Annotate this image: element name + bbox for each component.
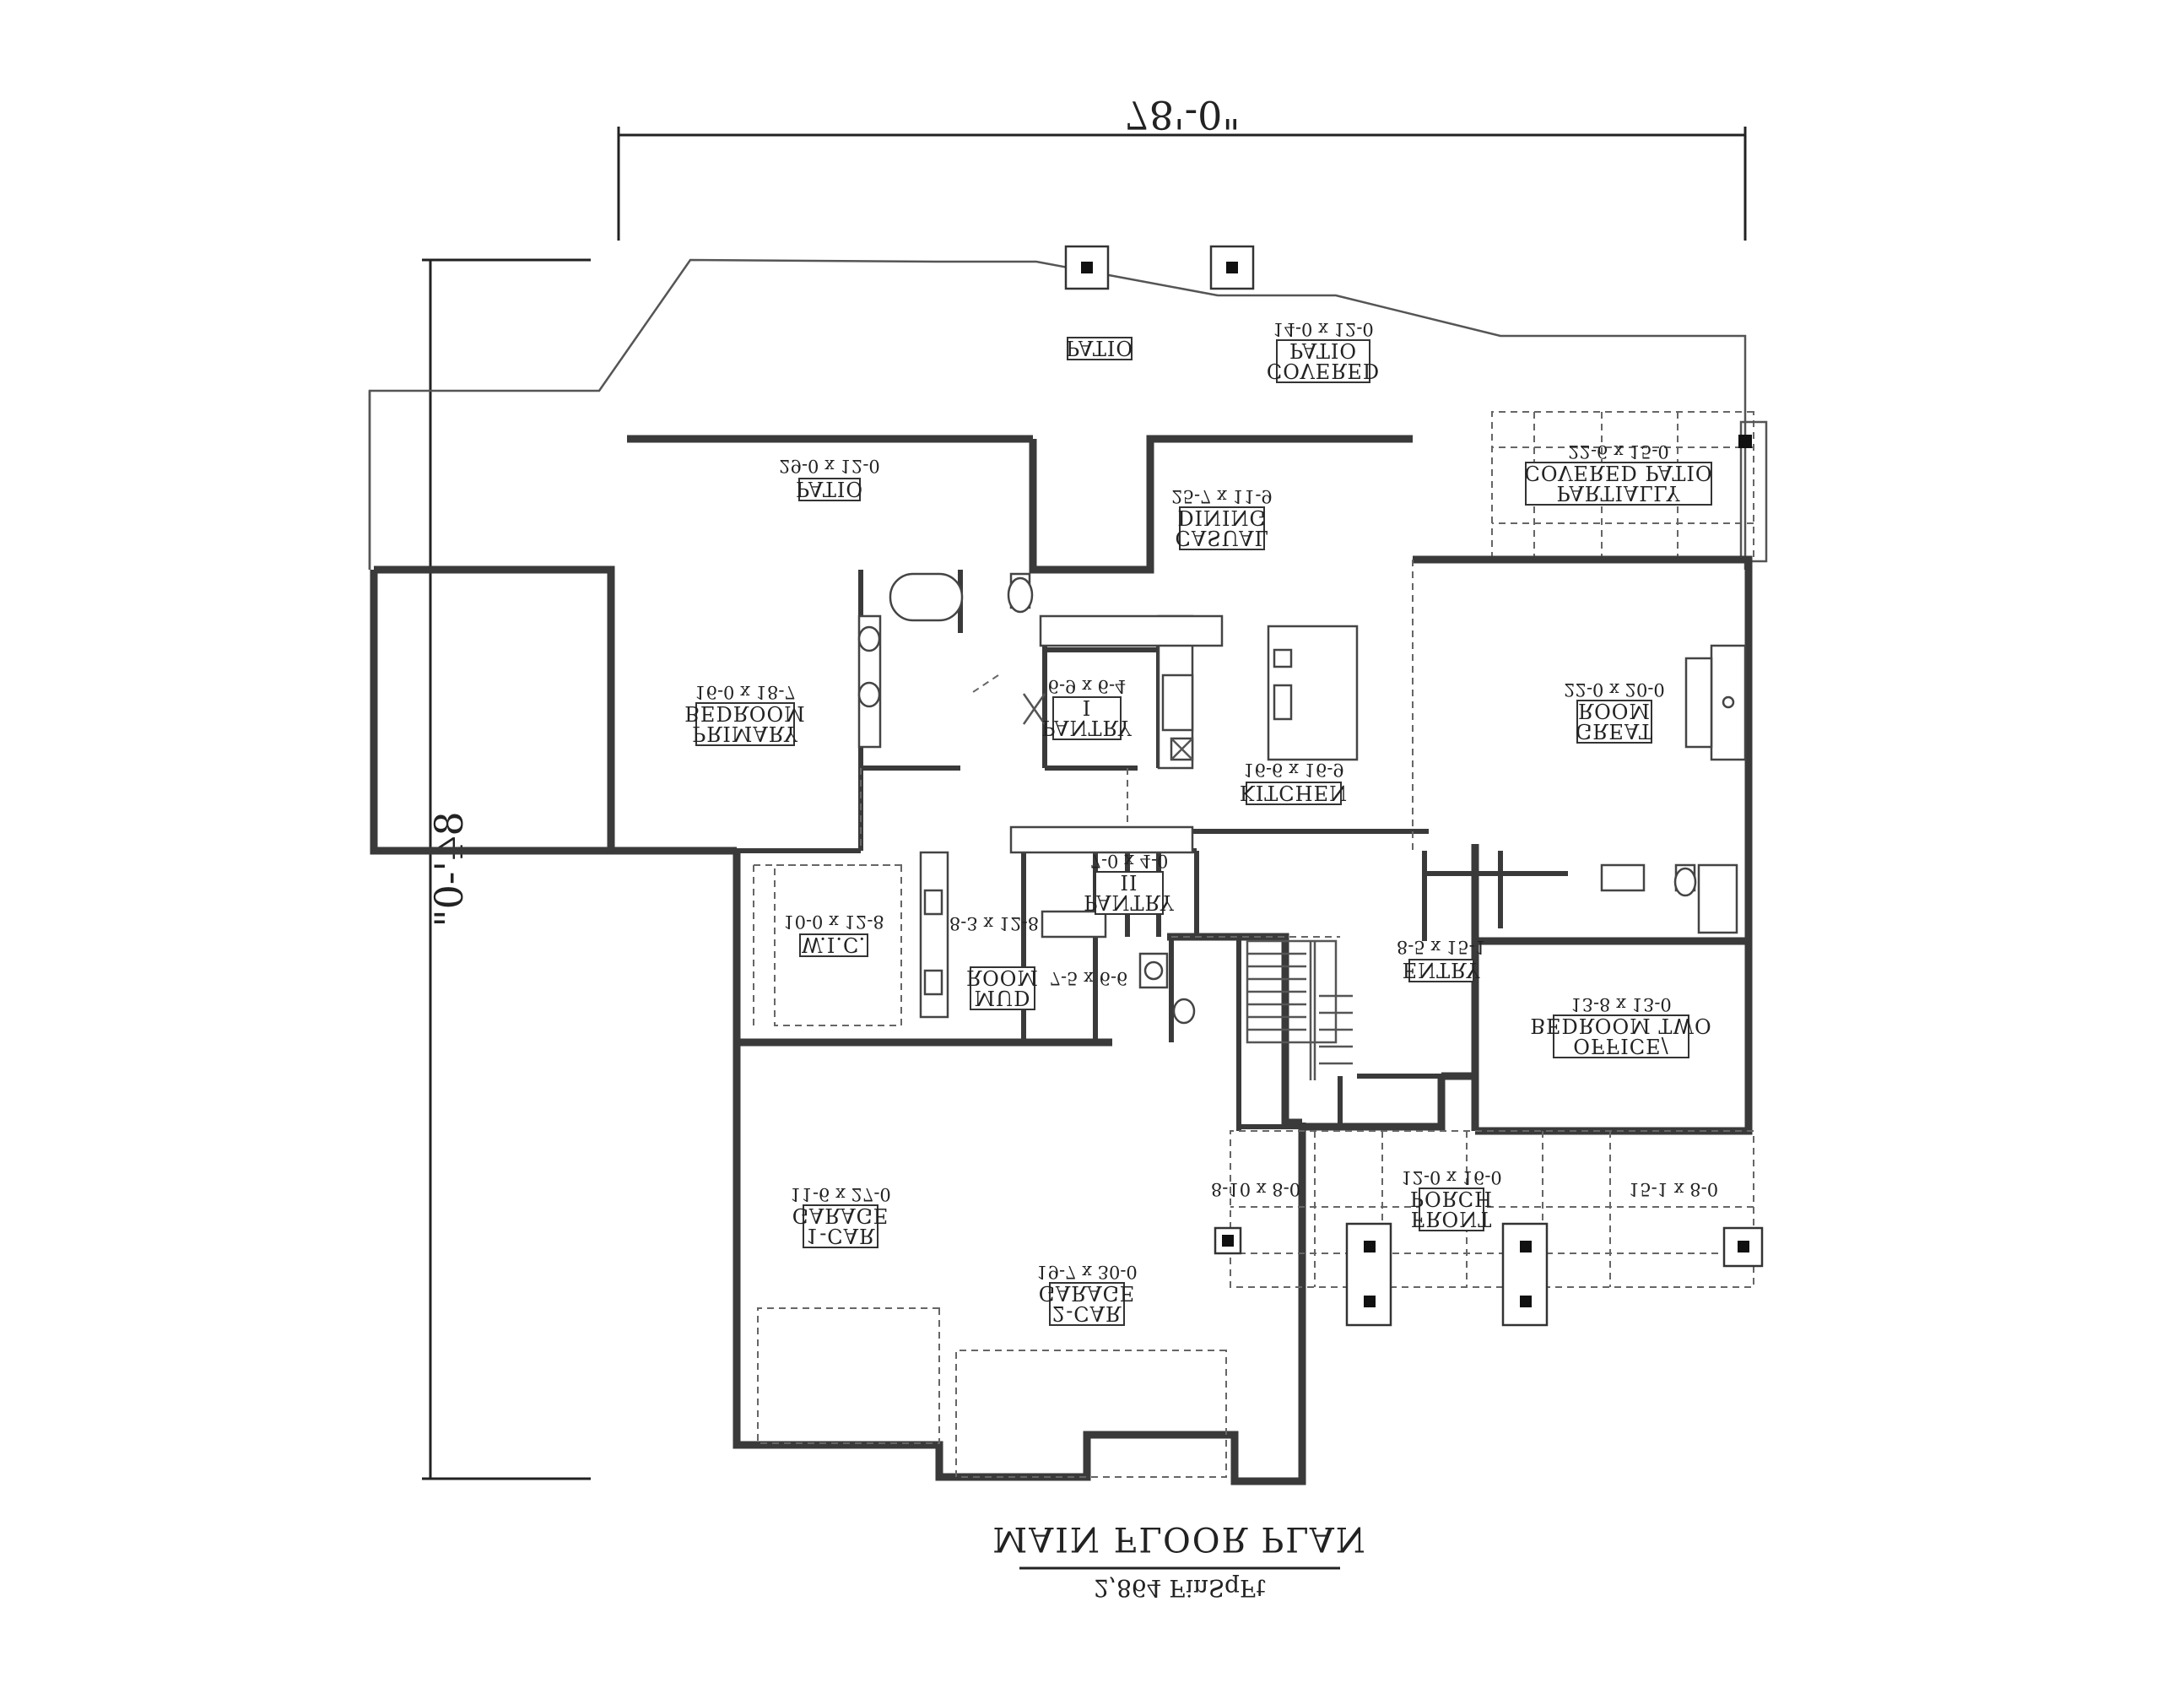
- label-primary-bedroom: PRIMARY BEDROOM 16-0 x 18-7: [684, 682, 805, 746]
- svg-text:14-0 x 12-0: 14-0 x 12-0: [1273, 319, 1374, 339]
- svg-text:11-6 x 27-0: 11-6 x 27-0: [790, 1184, 891, 1204]
- svg-text:PATIO: PATIO: [1289, 338, 1357, 362]
- label-pantry-1: PANTRY I 6-9 x 6-4: [1041, 676, 1133, 740]
- svg-text:PANTRY: PANTRY: [1041, 716, 1133, 739]
- label-porch-left: 8-10 x 8-0: [1211, 1179, 1300, 1199]
- svg-text:12-0 x 16-0: 12-0 x 16-0: [1401, 1167, 1502, 1188]
- label-laundry: 8-3 x 12-8: [949, 913, 1039, 933]
- svg-text:ROOM: ROOM: [966, 966, 1039, 989]
- depth-dimension: 84'-0": [422, 258, 591, 1480]
- width-dimension: 78'-0": [617, 92, 1747, 241]
- patio-outline: [368, 258, 1747, 570]
- svg-text:PORCH: PORCH: [1410, 1187, 1493, 1210]
- svg-text:MUD: MUD: [974, 986, 1030, 1009]
- svg-text:PRIMARY: PRIMARY: [692, 722, 798, 745]
- svg-text:GARAGE: GARAGE: [792, 1204, 889, 1227]
- label-porch-right: 15-1 x 8-0: [1629, 1179, 1718, 1199]
- garage-doors: [757, 1307, 1227, 1478]
- primary-bath-fixtures: [857, 572, 1046, 749]
- svg-text:COVERED: COVERED: [1267, 359, 1380, 382]
- svg-text:BEDROOM TWO: BEDROOM TWO: [1530, 1014, 1711, 1037]
- svg-text:W.I.C.: W.I.C.: [802, 933, 866, 956]
- fireplace: [1684, 644, 1747, 761]
- title-block: MAIN FLOOR PLAN 2,864 FinSqFt: [992, 1519, 1366, 1602]
- svg-text:2-CAR: 2-CAR: [1052, 1301, 1122, 1325]
- stairs: [1246, 939, 1353, 1080]
- label-partially-covered-patio: PARTIALLY COVERED PATIO 22-6 x 15-0: [1524, 441, 1712, 506]
- svg-text:7-0 x 4-0: 7-0 x 4-0: [1090, 851, 1169, 871]
- finished-area: 2,864 FinSqFt: [1094, 1574, 1266, 1602]
- svg-text:8-10 x 8-0: 8-10 x 8-0: [1211, 1179, 1300, 1199]
- kitchen-cabinetry: [1009, 614, 1359, 854]
- label-office: OFFICE/ BEDROOM TWO 13-8 x 13-0: [1530, 994, 1711, 1058]
- svg-text:DINING: DINING: [1177, 506, 1266, 529]
- plan-title: MAIN FLOOR PLAN: [992, 1519, 1366, 1558]
- label-mud-room-size: 7-5 x 6-6: [1050, 968, 1128, 988]
- depth-dimension-label: 84'-0": [426, 811, 472, 927]
- label-wic: W.I.C. 10-0 x 12-8: [783, 912, 884, 957]
- partially-covered-patio-grid: [1491, 411, 1768, 563]
- label-garage-2: 2-CAR GARAGE 19-7 x 30-0: [1036, 1262, 1138, 1326]
- svg-text:8-3 x 12-8: 8-3 x 12-8: [949, 913, 1039, 933]
- room-labels: PATIO COVERED PATIO 14-0 x 12-0 PATIO 29…: [684, 319, 1718, 1326]
- svg-text:PATIO: PATIO: [1066, 336, 1133, 360]
- svg-text:15-1 x 8-0: 15-1 x 8-0: [1629, 1179, 1718, 1199]
- mudroom-fixtures: [919, 851, 1196, 1025]
- svg-text:PATIO: PATIO: [796, 477, 863, 500]
- exterior-walls: [370, 435, 1753, 1485]
- stair-treads: [1247, 952, 1353, 1065]
- svg-text:16-6 x 16-9: 16-6 x 16-9: [1243, 760, 1344, 780]
- svg-text:CASUAL: CASUAL: [1176, 526, 1269, 549]
- label-entry: ENTRY 8-5 x 15-1: [1397, 937, 1486, 982]
- svg-text:ENTRY: ENTRY: [1403, 958, 1481, 982]
- svg-text:ROOM: ROOM: [1578, 699, 1651, 722]
- posts: [1064, 245, 1764, 1327]
- svg-text:10-0 x 12-8: 10-0 x 12-8: [783, 912, 884, 932]
- label-patio-small: PATIO: [1066, 336, 1133, 360]
- front-porch-grid: [1230, 1130, 1754, 1288]
- svg-text:GREAT: GREAT: [1576, 719, 1653, 743]
- svg-text:KITCHEN: KITCHEN: [1240, 781, 1348, 804]
- svg-text:PANTRY: PANTRY: [1084, 890, 1175, 914]
- svg-text:6-9 x 6-4: 6-9 x 6-4: [1048, 676, 1127, 696]
- svg-text:22-6 x 15-0: 22-6 x 15-0: [1568, 441, 1669, 462]
- svg-text:22-0 x 20-0: 22-0 x 20-0: [1564, 679, 1665, 700]
- bath-two-fixtures: [1600, 863, 1738, 934]
- label-front-porch: FRONT PORCH 12-0 x 16-0: [1401, 1167, 1502, 1231]
- svg-text:GARAGE: GARAGE: [1039, 1281, 1136, 1305]
- width-dimension-label: 78'-0": [1124, 92, 1240, 138]
- label-garage-1: 1-CAR GARAGE 11-6 x 27-0: [790, 1184, 891, 1248]
- svg-text:1-CAR: 1-CAR: [806, 1224, 875, 1247]
- svg-text:25-7 x 11-9: 25-7 x 11-9: [1171, 486, 1273, 506]
- label-covered-patio: COVERED PATIO 14-0 x 12-0: [1267, 319, 1380, 383]
- svg-text:FRONT: FRONT: [1411, 1207, 1492, 1231]
- room-separators: [753, 560, 1414, 1025]
- svg-text:16-0 x 18-7: 16-0 x 18-7: [695, 682, 796, 702]
- label-patio-main: PATIO 29-0 x 12-0: [779, 456, 880, 501]
- svg-text:II: II: [1121, 870, 1138, 894]
- label-kitchen: KITCHEN 16-6 x 16-9: [1240, 760, 1348, 805]
- svg-text:19-7 x 30-0: 19-7 x 30-0: [1036, 1262, 1138, 1282]
- svg-text:OFFICE/: OFFICE/: [1573, 1034, 1668, 1058]
- svg-text:7-5 x 6-6: 7-5 x 6-6: [1050, 968, 1128, 988]
- label-pantry-2: PANTRY II 7-0 x 4-0: [1084, 851, 1175, 915]
- svg-text:29-0 x 12-0: 29-0 x 12-0: [779, 456, 880, 476]
- label-mud-room: MUD ROOM: [966, 966, 1039, 1010]
- svg-text:BEDROOM: BEDROOM: [684, 701, 805, 725]
- wic-shelving: [774, 864, 902, 1026]
- svg-text:I: I: [1083, 695, 1091, 719]
- svg-text:13-8 x 13-0: 13-8 x 13-0: [1570, 994, 1672, 1014]
- svg-text:PARTIALLY: PARTIALLY: [1557, 481, 1681, 505]
- label-great-room: GREAT ROOM 22-0 x 20-0: [1564, 679, 1665, 744]
- svg-text:COVERED PATIO: COVERED PATIO: [1524, 461, 1712, 484]
- svg-text:8-5 x 15-1: 8-5 x 15-1: [1397, 937, 1486, 957]
- label-casual-dining: CASUAL DINING 25-7 x 11-9: [1171, 486, 1273, 550]
